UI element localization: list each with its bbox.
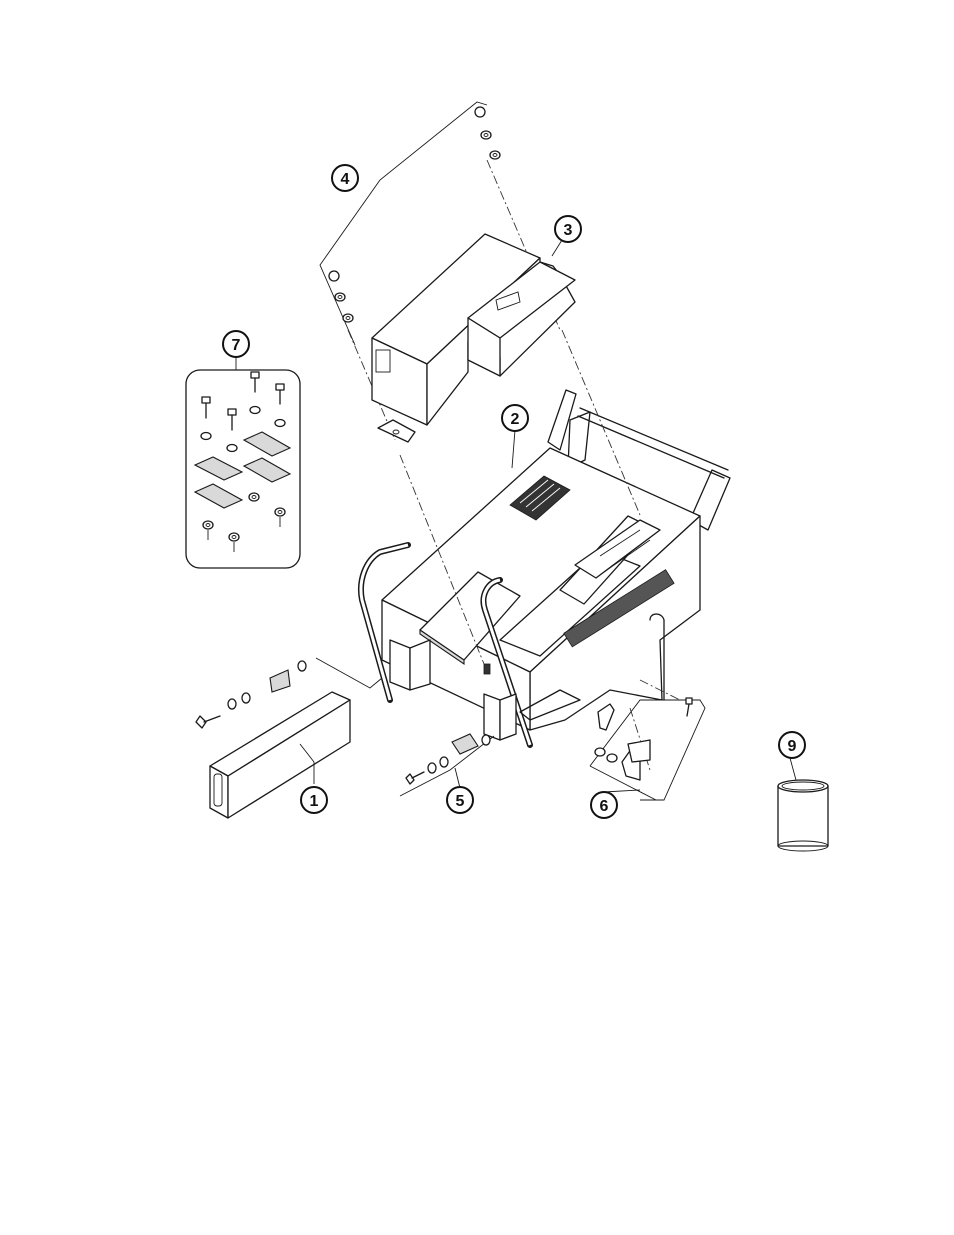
part-2-main-frame <box>361 390 730 745</box>
part-3-cover <box>372 234 575 442</box>
callout-2: 2 <box>502 405 528 431</box>
part-5-hardware <box>400 734 494 796</box>
callout-5: 5 <box>447 787 473 813</box>
callout-7: 7 <box>223 331 249 357</box>
part-1-weight-bar <box>196 661 350 818</box>
callout-1: 1 <box>301 787 327 813</box>
callout-2-label: 2 <box>511 411 520 428</box>
callout-5-label: 5 <box>456 793 465 810</box>
callout-1-label: 1 <box>310 793 319 810</box>
callout-4: 4 <box>332 165 358 191</box>
callout-6: 6 <box>591 792 617 818</box>
part-7-plates-kit <box>186 357 300 568</box>
callout-3: 3 <box>555 216 581 242</box>
callout-9-label: 9 <box>788 738 797 755</box>
callout-6-label: 6 <box>600 798 609 815</box>
part-9-can <box>778 758 828 851</box>
callout-leaders <box>300 744 640 792</box>
callout-7-label: 7 <box>232 337 241 354</box>
callout-3-label: 3 <box>564 222 573 239</box>
callout-4-label: 4 <box>341 171 350 188</box>
part-6-bracket <box>590 680 705 800</box>
callout-9: 9 <box>779 732 805 758</box>
